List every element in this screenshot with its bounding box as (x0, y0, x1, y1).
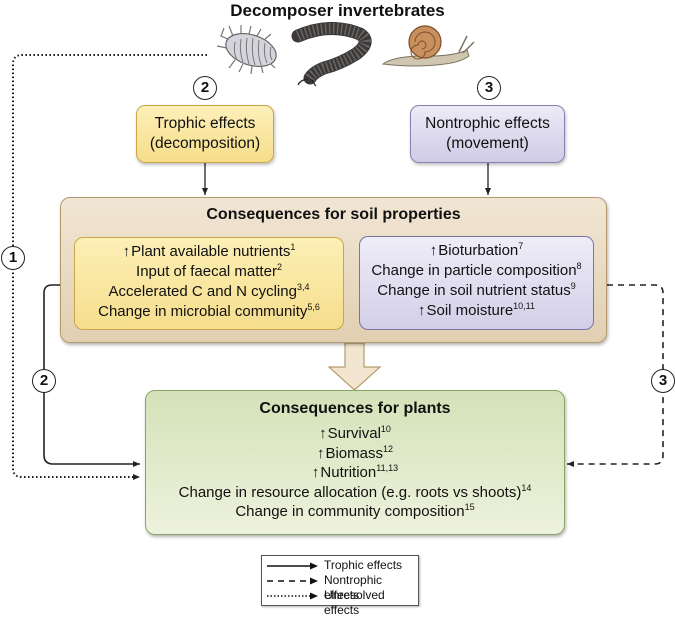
reference-superscript: 10,11 (513, 301, 536, 311)
list-item: ↑Survival10 (319, 424, 391, 443)
list-item: Accelerated C and N cycling3,4 (108, 282, 310, 301)
up-arrow-icon: ↑ (417, 302, 426, 319)
soil-to-plants-block-arrow (327, 342, 382, 391)
millipede-icon (291, 22, 372, 87)
soil-properties-box: Consequences for soil properties ↑Plant … (60, 197, 607, 343)
up-arrow-icon: ↑ (316, 444, 325, 462)
reference-superscript: 8 (576, 261, 582, 271)
legend-item-nontrophic: Nontrophic effects (262, 573, 418, 602)
nontrophic-effects-box: Nontrophic effects (movement) (410, 105, 565, 163)
nontrophic-pathway-line (567, 284, 664, 467)
plants-consequences-title: Consequences for plants (259, 400, 451, 417)
reference-superscript: 11,13 (376, 463, 399, 473)
soil-trophic-list: ↑Plant available nutrients1 Input of fae… (74, 237, 344, 330)
pathway-1-marker: 1 (1, 246, 25, 270)
trophic-effects-box: Trophic effects (decomposition) (136, 105, 274, 163)
trophic-effects-label: Trophic effects (154, 115, 256, 132)
woodlouse-icon (216, 25, 277, 75)
up-arrow-icon: ↑ (122, 243, 131, 260)
list-item: ↑Plant available nutrients1 (122, 242, 296, 261)
reference-superscript: 7 (518, 241, 524, 251)
pathway-3-marker-top: 3 (477, 76, 501, 100)
dashed-arrow-icon (267, 577, 318, 585)
up-arrow-icon: ↑ (429, 242, 438, 259)
reference-superscript: 12 (383, 443, 394, 454)
trophic-effects-sublabel: (decomposition) (149, 135, 261, 152)
reference-superscript: 1 (290, 242, 296, 252)
list-item: ↑Nutrition11,13 (311, 463, 399, 482)
up-arrow-icon: ↑ (311, 464, 320, 481)
dotted-arrow-icon (267, 592, 318, 600)
list-item: Change in particle composition8 (371, 261, 582, 280)
plants-consequences-list: ↑Survival10 ↑Biomass12 ↑Nutrition11,13 C… (146, 424, 564, 522)
reference-superscript: 5,6 (307, 302, 320, 312)
diagram-title: Decomposer invertebrates (230, 1, 445, 20)
pathway-2-marker-top: 2 (193, 76, 217, 100)
list-item: Change in resource allocation (e.g. root… (178, 482, 532, 501)
list-item: ↑Bioturbation7 (429, 241, 524, 260)
plants-consequences-box: Consequences for plants ↑Survival10 ↑Bio… (145, 390, 565, 535)
soil-properties-title: Consequences for soil properties (206, 206, 461, 223)
list-item: Change in microbial community5,6 (98, 302, 320, 321)
list-item: Change in community composition15 (235, 502, 475, 521)
nontrophic-effects-label: Nontrophic effects (425, 115, 550, 132)
legend: Trophic effects Nontrophic effects Unres… (261, 555, 419, 617)
pathway-2-marker-left: 2 (32, 369, 56, 393)
reference-superscript: 14 (521, 482, 532, 493)
list-item: Change in soil nutrient status9 (377, 281, 576, 300)
soil-nontrophic-list: ↑Bioturbation7 Change in particle compos… (359, 236, 594, 330)
pathway-3-marker-right: 3 (651, 369, 675, 393)
snail-icon (381, 25, 475, 67)
solid-arrow-icon (267, 562, 318, 570)
list-item: Input of faecal matter2 (136, 262, 282, 281)
legend-item-unresolved: Unresolved effects (262, 588, 418, 617)
up-arrow-icon: ↑ (319, 425, 327, 442)
list-item: ↑Soil moisture10,11 (417, 301, 536, 320)
reference-superscript: 10 (380, 424, 391, 434)
list-item: ↑Biomass12 (316, 443, 394, 462)
reference-superscript: 2 (276, 262, 282, 272)
legend-item-trophic: Trophic effects (262, 558, 418, 573)
reference-superscript: 3,4 (296, 282, 310, 292)
reference-superscript: 9 (570, 281, 576, 291)
reference-superscript: 15 (464, 502, 475, 512)
nontrophic-effects-sublabel: (movement) (446, 135, 529, 152)
